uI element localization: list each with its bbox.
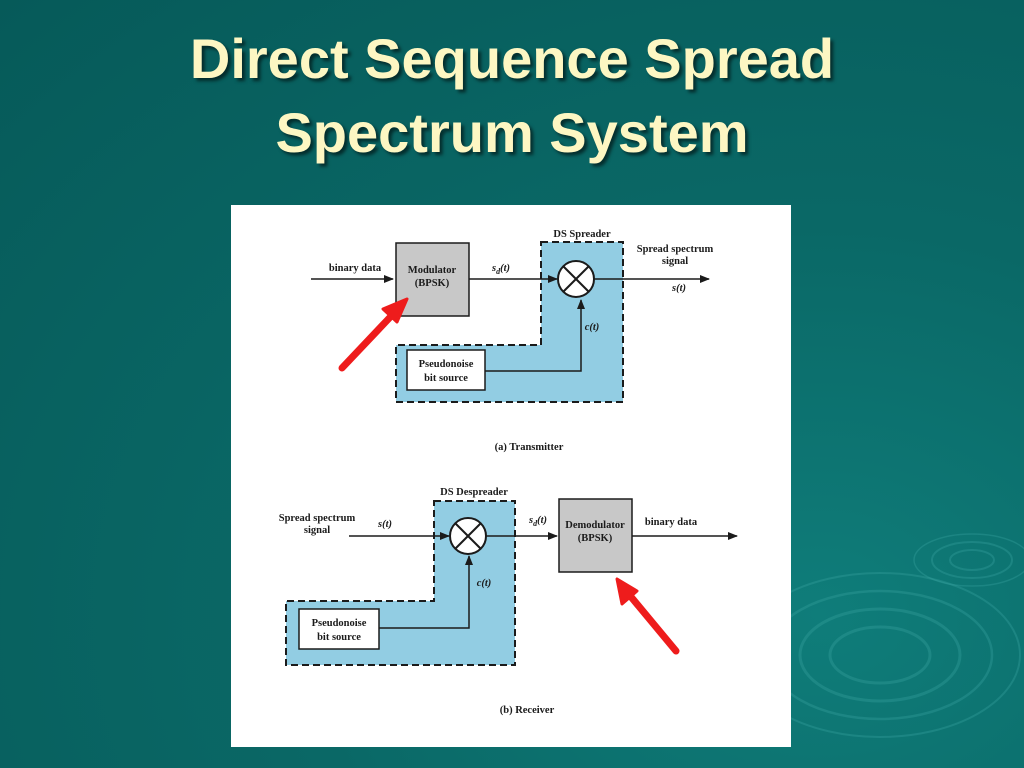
receiver-caption: (b) Receiver (500, 705, 555, 716)
transmitter-caption: (a) Transmitter (495, 442, 564, 453)
modulator-type-label: (BPSK) (415, 278, 450, 289)
rx-multiplier-icon (449, 517, 487, 555)
modulator-label: Modulator (408, 265, 457, 276)
title-line-1: Direct Sequence Spread (189, 27, 835, 90)
demodulator-block (558, 498, 633, 573)
rx-sd-label: sd(t) (528, 515, 547, 528)
rx-pn-label-1: Pseudonoise (312, 618, 367, 629)
demodulator-type-label: (BPSK) (578, 533, 613, 544)
demodulator-highlight-arrow (615, 577, 680, 655)
rx-binary-data-label: binary data (645, 517, 698, 528)
tx-pseudonoise-source-block (406, 349, 486, 391)
ds-spreader-label: DS Spreader (553, 229, 611, 240)
tx-pn-label-2: bit source (424, 373, 468, 384)
tx-output-symbol: s(t) (671, 283, 686, 294)
title-line-2: Spectrum System (275, 101, 749, 164)
rx-code-symbol: c(t) (477, 578, 492, 589)
tx-multiplier-icon (557, 260, 595, 298)
rx-input-label-2: signal (304, 525, 330, 536)
tx-output-label-1: Spread spectrum (637, 244, 714, 255)
tx-code-symbol: c(t) (585, 322, 600, 333)
tx-output-label-2: signal (662, 256, 688, 267)
tx-code-arrow (485, 299, 585, 372)
modulator-block (395, 242, 470, 317)
tx-binary-data-label: binary data (329, 263, 382, 274)
ds-despreader-label: DS Despreader (440, 487, 508, 498)
slide-title: Direct Sequence Spread Spectrum System (0, 22, 1024, 170)
demodulator-label: Demodulator (565, 520, 625, 531)
rx-pseudonoise-source-block (298, 608, 380, 650)
dsss-block-diagram: DS Spreader binary data Modulator (BPSK)… (231, 205, 791, 747)
tx-pn-label-1: Pseudonoise (419, 359, 474, 370)
rx-code-arrow (379, 555, 473, 629)
tx-sd-label: sd(t) (491, 263, 510, 276)
modulator-highlight-arrow (338, 297, 409, 372)
rx-input-label-1: Spread spectrum (279, 513, 356, 524)
rx-pn-label-2: bit source (317, 632, 361, 643)
rx-input-symbol: s(t) (377, 519, 392, 530)
